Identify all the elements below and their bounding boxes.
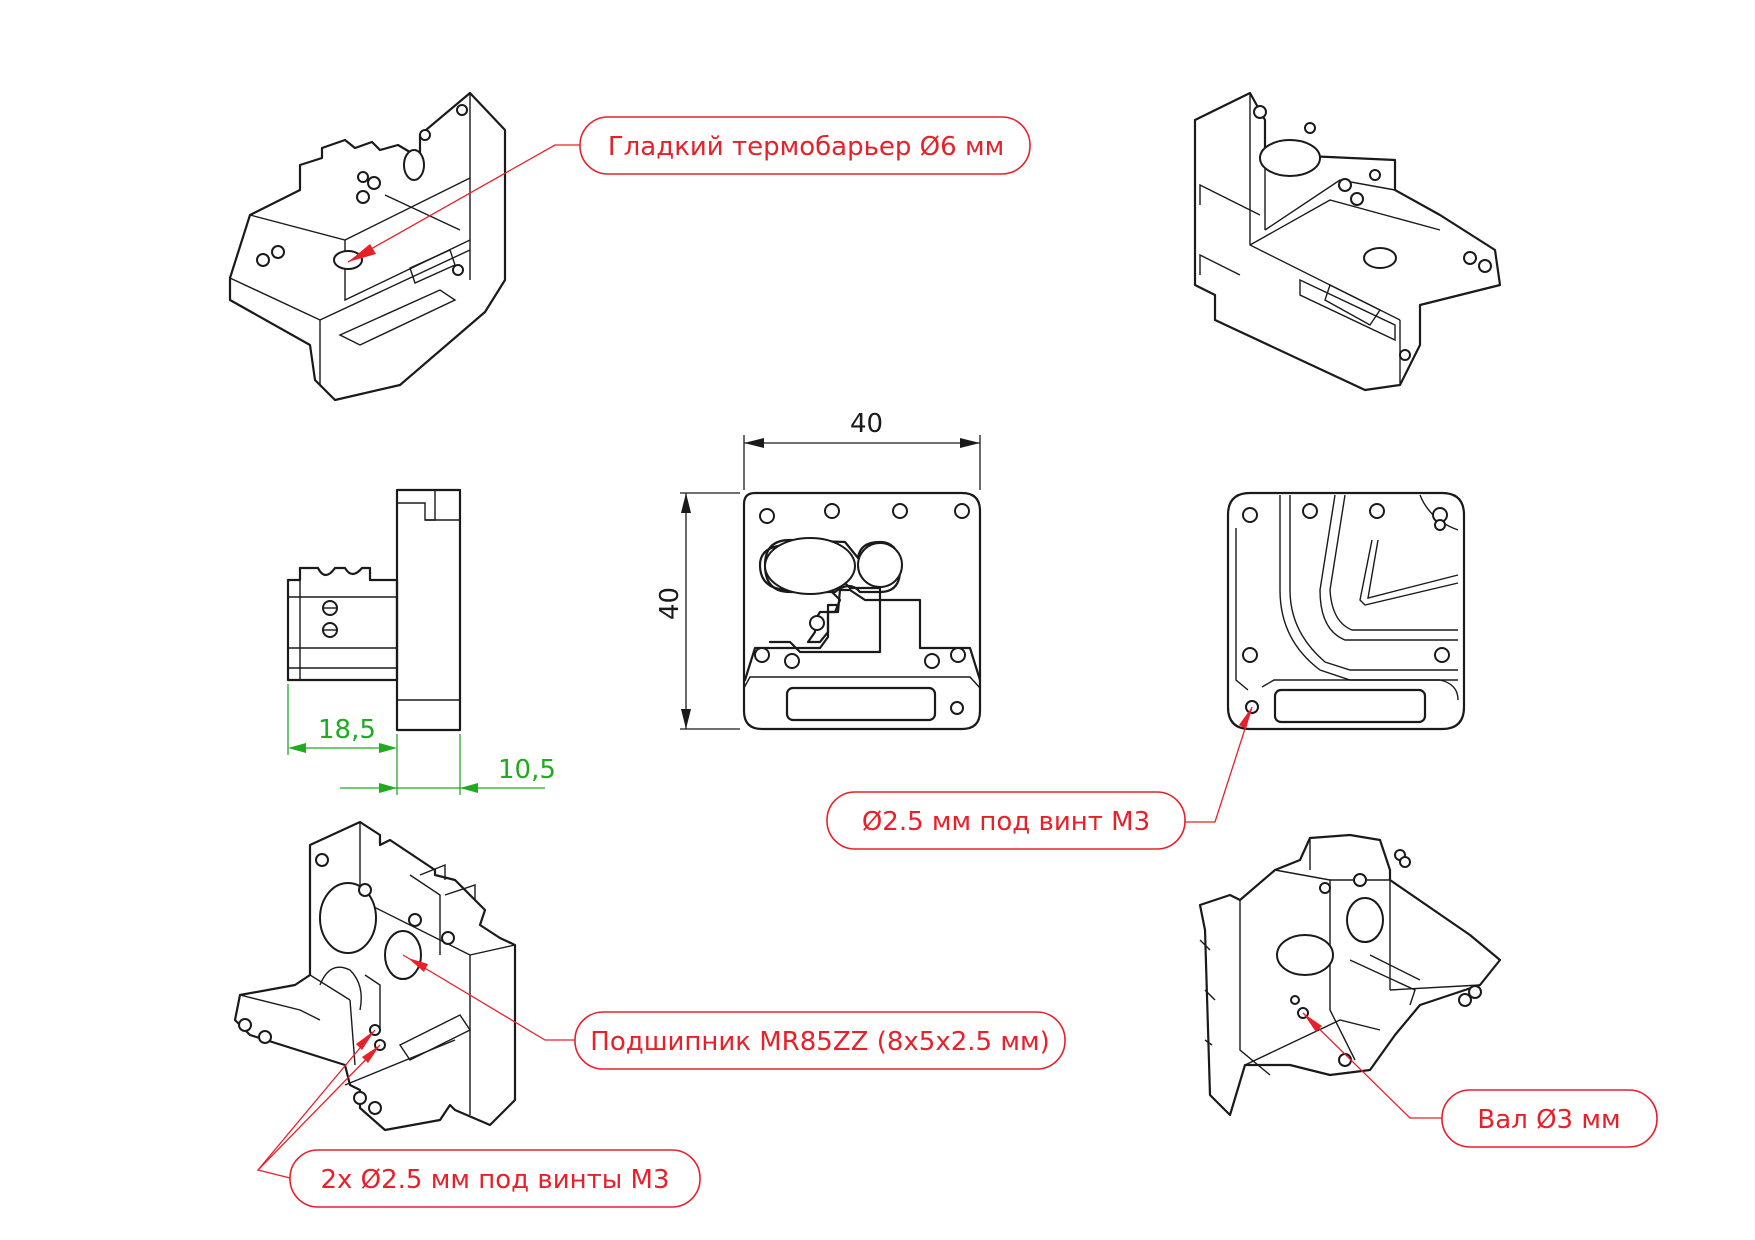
callout-bearing-label: Подшипник MR85ZZ (8x5x2.5 мм): [590, 1027, 1049, 1057]
iso-view-bottom-left: [233, 820, 517, 1132]
side-dimensions: 18,5 10,5: [287, 684, 556, 795]
callout-shaft: Вал Ø3 мм: [1302, 1012, 1658, 1148]
dim-height-40: 40: [655, 587, 685, 620]
callout-screw-hole-label: Ø2.5 мм под винт М3: [862, 807, 1150, 837]
callout-heatbreak: Гладкий термобарьер Ø6 мм: [347, 116, 1031, 263]
iso-view-bottom-right: [1198, 833, 1502, 1117]
iso-view-top-right: [1193, 91, 1502, 392]
callout-screws: 2x Ø2.5 мм под винты М3: [256, 1029, 701, 1208]
iso-view-top-left: [228, 91, 507, 402]
callout-screw-hole: Ø2.5 мм под винт М3: [826, 706, 1253, 850]
callout-screws-label: 2x Ø2.5 мм под винты М3: [320, 1165, 669, 1195]
callout-bearing: Подшипник MR85ZZ (8x5x2.5 мм): [402, 954, 1066, 1070]
front-view: [742, 491, 982, 731]
front-dimensions: 40 40: [655, 409, 981, 730]
callout-heatbreak-label: Гладкий термобарьер Ø6 мм: [608, 132, 1004, 162]
dim-18-5: 18,5: [318, 715, 376, 745]
side-view: [286, 488, 462, 732]
dim-width-40: 40: [850, 409, 883, 439]
back-view: [1226, 491, 1466, 731]
dim-10-5: 10,5: [498, 755, 556, 785]
callout-shaft-label: Вал Ø3 мм: [1477, 1105, 1620, 1135]
